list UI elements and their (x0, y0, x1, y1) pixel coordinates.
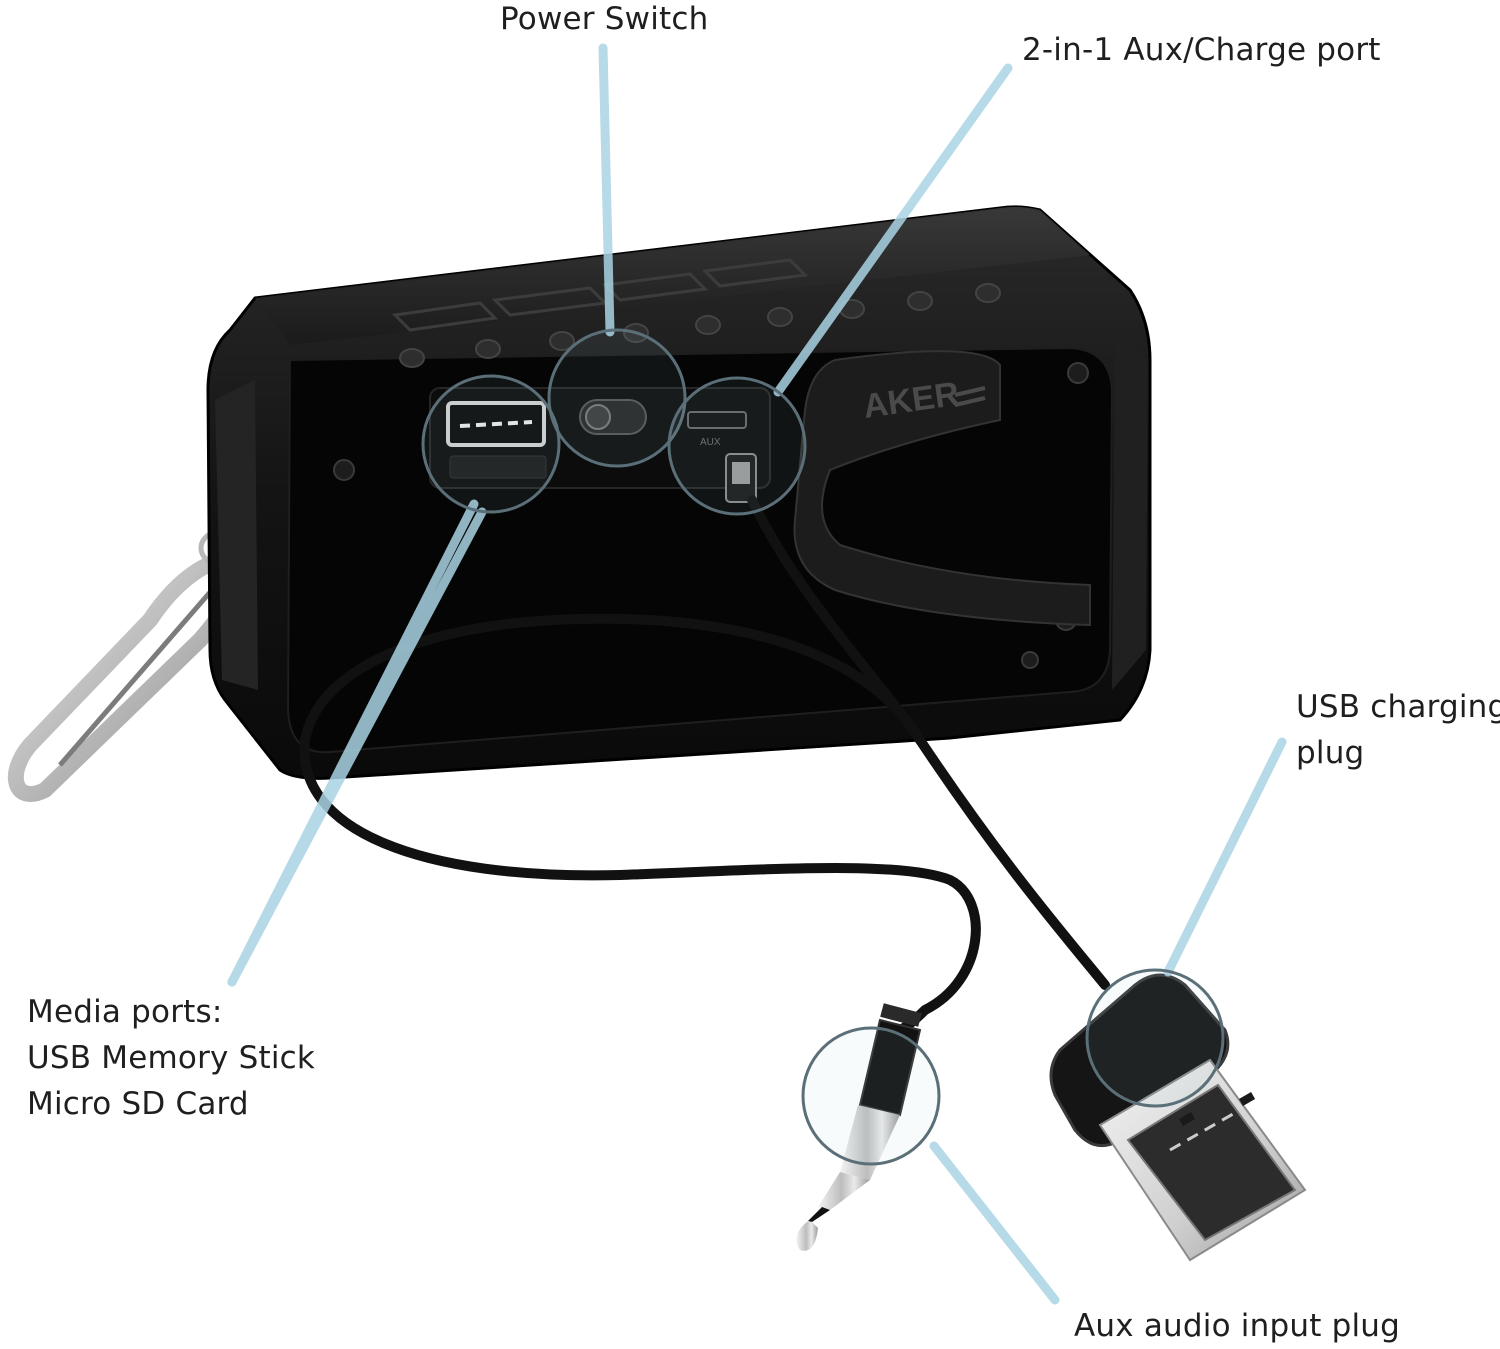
leader-aux-audio-plug (929, 1141, 1060, 1305)
aux-port (687, 411, 747, 429)
aux-jack-plug (796, 1003, 929, 1251)
leader-usb-charging-plug (1163, 737, 1287, 977)
callout-line: USB Memory Stick (27, 1040, 316, 1076)
ring-power-switch (547, 328, 687, 468)
callout-aux-audio-plug: Aux audio input plug (1074, 1303, 1400, 1349)
sd-card-slot (449, 455, 547, 479)
callout-line: Aux audio input plug (1074, 1308, 1401, 1344)
callout-line: USB charging (1296, 689, 1500, 725)
port-panel: AUX (429, 387, 771, 503)
callout-usb-charging-plug: USB charging plug (1296, 684, 1500, 776)
ring-usb-charging-plug (1085, 968, 1225, 1108)
highlight-rings (421, 328, 1225, 1166)
leader-aux-charge-port (773, 63, 1013, 397)
leader-media-ports-b (227, 507, 487, 987)
callout-media-ports: Media ports: USB Memory Stick Micro SD C… (27, 989, 315, 1127)
callout-aux-charge-port: 2-in-1 Aux/Charge port (1022, 27, 1381, 73)
callout-line: Media ports: (27, 994, 223, 1030)
callout-line: plug (1296, 735, 1365, 771)
ring-aux-audio-plug (801, 1026, 941, 1166)
ring-aux-charge-port (667, 376, 807, 516)
callout-line: 2-in-1 Aux/Charge port (1022, 32, 1381, 68)
ring-media-ports (421, 374, 561, 514)
callout-line: Micro SD Card (27, 1086, 249, 1122)
cable (299, 495, 1110, 1015)
aux-port-label: AUX (700, 437, 721, 448)
speaker-body: AKER AUX (206, 205, 1152, 780)
leader-lines (227, 43, 1287, 1305)
callout-power-switch: Power Switch (500, 0, 708, 42)
speaker-strap: AKER (793, 350, 1091, 627)
callout-line: Power Switch (500, 1, 709, 37)
usb-charging-plug (1049, 973, 1307, 1262)
leader-power-switch (598, 43, 615, 337)
